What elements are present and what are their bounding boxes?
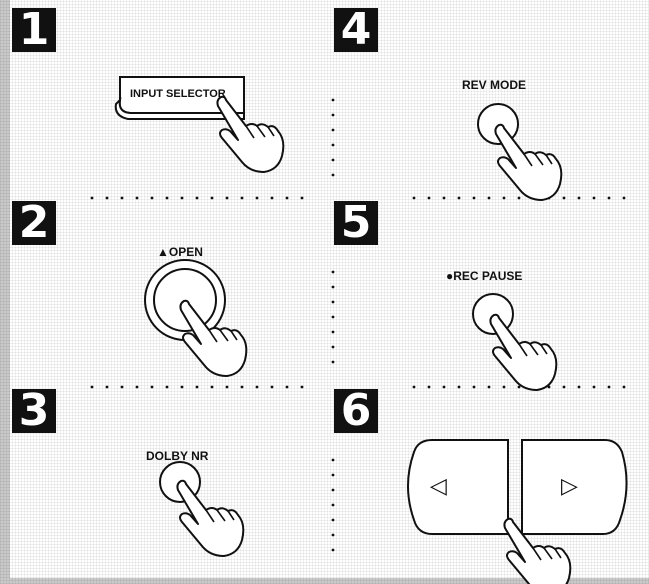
hand-step-1 (217, 97, 283, 172)
hand-step-4 (495, 125, 561, 200)
hand-step-6 (504, 519, 570, 584)
hand-step-2 (180, 301, 246, 376)
hand-step-3 (177, 481, 243, 556)
hand-step-5 (490, 315, 556, 390)
